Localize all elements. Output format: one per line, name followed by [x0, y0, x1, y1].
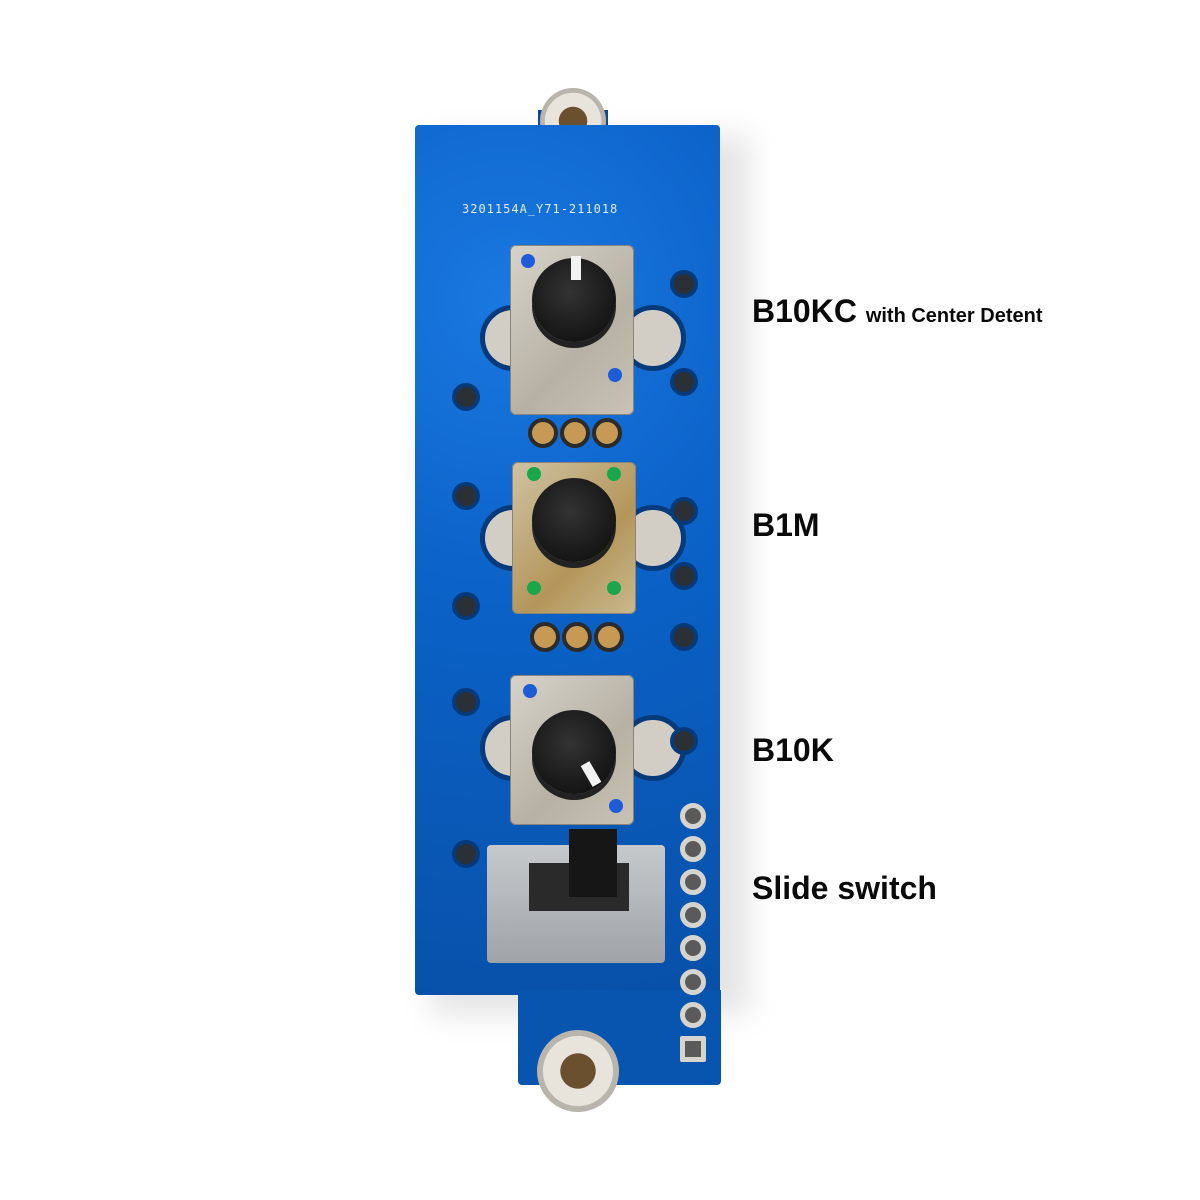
pot3-blue-dot-2 — [609, 799, 623, 813]
via — [670, 623, 698, 651]
slide-switch[interactable] — [487, 829, 665, 963]
pot2-pin — [594, 622, 624, 652]
pot2-green-dot — [607, 581, 621, 595]
pot2-pin — [562, 622, 592, 652]
header-pin — [680, 803, 706, 829]
pcb-silkscreen-text: 3201154A_Y71-211018 — [462, 202, 619, 216]
via — [452, 482, 480, 510]
via — [670, 270, 698, 298]
via — [452, 383, 480, 411]
label-b10kc-sub: with Center Detent — [865, 305, 1043, 327]
bottom-standoff-icon — [537, 1030, 619, 1112]
pot2-green-dot — [527, 581, 541, 595]
label-b10k: B10K — [752, 732, 834, 768]
header-pin — [680, 836, 706, 862]
pot1-pin — [560, 418, 590, 448]
slide-switch-actuator[interactable] — [569, 829, 617, 897]
pot1-pin — [528, 418, 558, 448]
pot1-knob-marker — [571, 256, 581, 280]
pot1-blue-dot-2 — [608, 368, 622, 382]
pot1-blue-dot — [521, 254, 535, 268]
label-b10kc: B10KC with Center Detent — [752, 293, 1043, 330]
header-pin — [680, 902, 706, 928]
via — [670, 727, 698, 755]
label-b10kc-main: B10KC — [752, 293, 857, 329]
label-b1m: B1M — [752, 507, 820, 543]
pot3-blue-dot — [523, 684, 537, 698]
via — [452, 688, 480, 716]
pot3-knob-icon[interactable] — [532, 710, 616, 794]
pot2-green-dot — [607, 467, 621, 481]
header-pin — [680, 1002, 706, 1028]
header-pin-square — [680, 1036, 706, 1062]
via — [670, 368, 698, 396]
label-slide-switch: Slide switch — [752, 870, 937, 906]
via — [670, 497, 698, 525]
pot2-green-dot — [527, 467, 541, 481]
via — [452, 840, 480, 868]
pot2-knob-icon[interactable] — [532, 478, 616, 562]
via — [452, 592, 480, 620]
header-pin — [680, 869, 706, 895]
header-pin — [680, 935, 706, 961]
header-pin — [680, 969, 706, 995]
pot1-pin — [592, 418, 622, 448]
pot2-pin — [530, 622, 560, 652]
via — [670, 562, 698, 590]
